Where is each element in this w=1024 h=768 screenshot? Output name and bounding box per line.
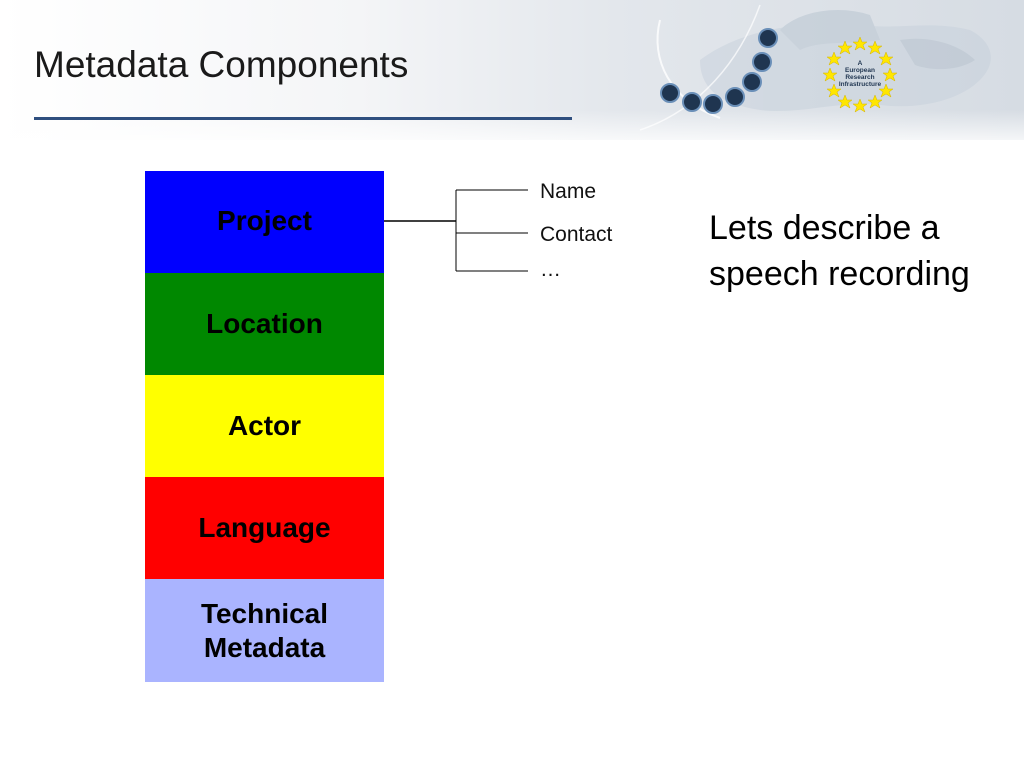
slide-note: Lets describe a speech recording — [709, 205, 1024, 297]
logo-text-line3: Research — [845, 74, 874, 81]
header-fade — [0, 110, 1024, 150]
metadata-components-stack: Project Location Actor Language Technica… — [145, 171, 384, 682]
eu-stars-icon — [822, 36, 898, 113]
slide-note-line2: speech recording — [709, 255, 970, 293]
component-location-label: Location — [206, 308, 323, 339]
field-contact: Contact — [540, 223, 613, 246]
component-technical-metadata-label: Technical Metadata — [200, 597, 329, 663]
research-infrastructure-logo: A European Research Infrastructure — [639, 4, 991, 131]
logo-text-line4: Infrastructure — [839, 81, 882, 88]
slide-note-line1: Lets describe a — [709, 209, 940, 247]
component-location: Location — [145, 273, 384, 375]
field-more: … — [540, 258, 561, 281]
component-project-label: Project — [217, 205, 312, 236]
component-actor-label: Actor — [227, 410, 302, 441]
component-actor: Actor — [145, 375, 384, 477]
component-language-label: Language — [198, 512, 331, 543]
logo-text-line2: European — [845, 67, 875, 74]
component-language: Language — [145, 477, 384, 579]
field-name: Name — [540, 180, 597, 203]
dots-graphic — [660, 28, 778, 114]
logo-text-line1: A — [858, 60, 863, 67]
logo-text: A European Research Infrastructure — [839, 60, 882, 88]
title-underline — [34, 117, 572, 120]
component-technical-metadata: Technical Metadata — [145, 579, 384, 682]
component-project: Project — [145, 171, 384, 273]
page-title: Metadata Components — [34, 44, 409, 85]
